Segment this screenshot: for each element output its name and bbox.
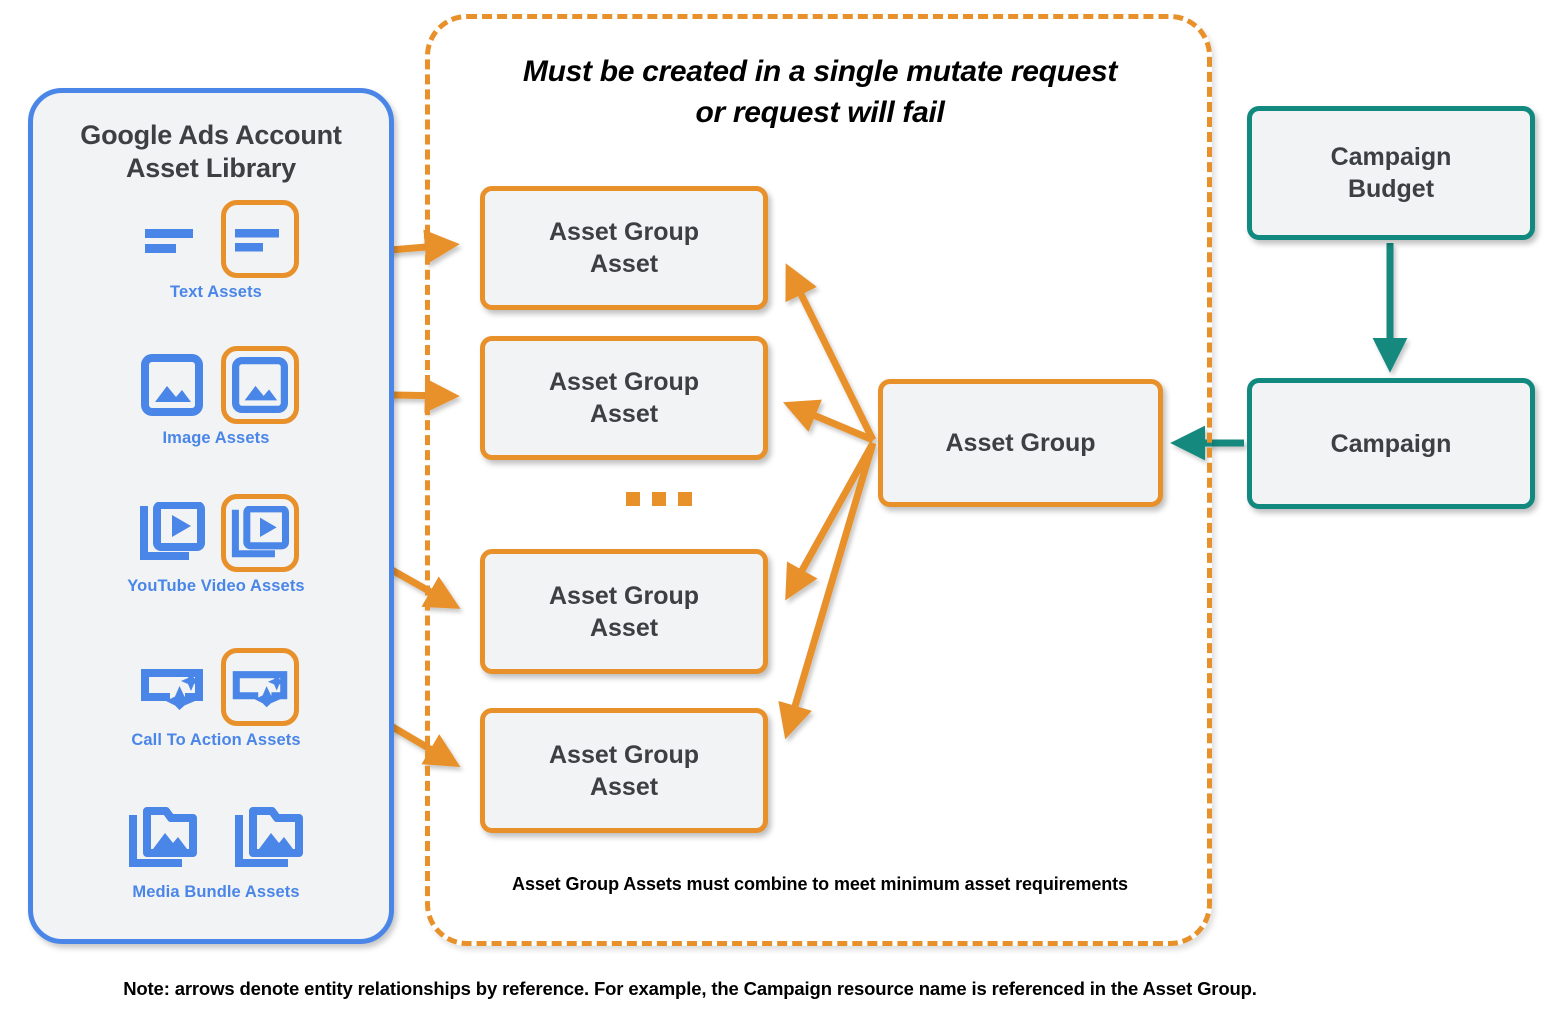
library-row-label: Text Assets [170, 283, 262, 301]
library-row-label: Call To Action Assets [131, 731, 301, 749]
video-play-stack-glyph [140, 502, 205, 560]
image-picture-icon-highlighted[interactable] [221, 346, 299, 424]
diagram-bottom-note: Note: arrows denote entity relationships… [123, 978, 1257, 999]
image-picture-glyph [232, 357, 288, 413]
call-to-action-sparkle-icon [133, 648, 211, 726]
node-label: Campaign Budget [1330, 143, 1452, 203]
library-title-line1: Google Ads Account [80, 120, 342, 150]
video-assets-icons [33, 487, 399, 579]
mutate-title-line1: Must be created in a single mutate reque… [522, 55, 1118, 88]
media-bundle-folder-icon [230, 800, 308, 878]
mutate-title-line2: or request will fail [695, 95, 945, 129]
campaign-node[interactable]: Campaign [1247, 378, 1535, 509]
single-mutate-request-container [425, 14, 1212, 946]
image-picture-icon [133, 346, 211, 424]
library-title: Google Ads Account Asset Library [33, 119, 389, 185]
asset-group-asset-node-4[interactable]: Asset Group Asset [480, 708, 768, 833]
mutate-footnote: Asset Group Assets must combine to meet … [512, 874, 1128, 894]
node-label: Asset Group Asset [548, 368, 700, 428]
campaign-budget-node[interactable]: Campaign Budget [1247, 106, 1535, 240]
text-lines-icon-highlighted[interactable] [221, 200, 299, 278]
media-bundle-folder-icon [124, 800, 202, 878]
media-bundle-folder-glyph [129, 807, 197, 867]
node-label: Asset Group Asset [548, 581, 700, 642]
library-row-youtube-video-assets[interactable]: YouTube Video Assets [33, 487, 399, 596]
cta-assets-icons [33, 641, 399, 733]
media-bundle-folder-glyph [235, 807, 303, 867]
cta-sparkle-glyph [141, 669, 203, 710]
node-label: Campaign [1330, 429, 1452, 458]
mutate-request-title: Must be created in a single mutate reque… [455, 52, 1185, 133]
node-label: Asset Group [945, 429, 1096, 457]
library-row-call-to-action-assets[interactable]: Call To Action Assets [33, 641, 399, 750]
asset-library-panel: Google Ads Account Asset Library [28, 88, 394, 944]
ellipsis-dot [626, 492, 640, 506]
library-row-label: Media Bundle Assets [132, 883, 300, 901]
media-bundle-icons [33, 793, 399, 885]
video-play-stack-icon-highlighted[interactable] [221, 494, 299, 572]
node-label: Asset Group Asset [548, 740, 700, 801]
asset-group-node[interactable]: Asset Group [878, 379, 1163, 507]
library-title-line2: Asset Library [126, 152, 296, 183]
node-label: Asset Group Asset [548, 218, 700, 278]
image-assets-icons [33, 339, 399, 431]
asset-group-asset-node-3[interactable]: Asset Group Asset [480, 549, 768, 674]
library-row-media-bundle-assets[interactable]: Media Bundle Assets [33, 793, 399, 902]
ellipsis-dot [652, 492, 666, 506]
library-row-label: Image Assets [162, 429, 270, 447]
asset-group-asset-ellipsis [626, 492, 692, 506]
asset-group-asset-node-2[interactable]: Asset Group Asset [480, 336, 768, 460]
library-row-text-assets[interactable]: Text Assets [33, 193, 399, 302]
asset-group-asset-node-1[interactable]: Asset Group Asset [480, 186, 768, 310]
cta-sparkle-glyph [232, 671, 288, 708]
video-play-stack-glyph [231, 505, 289, 557]
image-picture-glyph [141, 354, 203, 416]
text-lines-glyph [145, 229, 193, 253]
call-to-action-sparkle-icon-highlighted[interactable] [221, 648, 299, 726]
ellipsis-dot [678, 492, 692, 506]
text-lines-icon [133, 200, 211, 278]
library-row-image-assets[interactable]: Image Assets [33, 339, 399, 448]
text-lines-glyph [235, 229, 279, 252]
video-play-stack-icon [133, 494, 211, 572]
text-assets-icons [33, 193, 399, 285]
library-row-label: YouTube Video Assets [127, 577, 305, 595]
